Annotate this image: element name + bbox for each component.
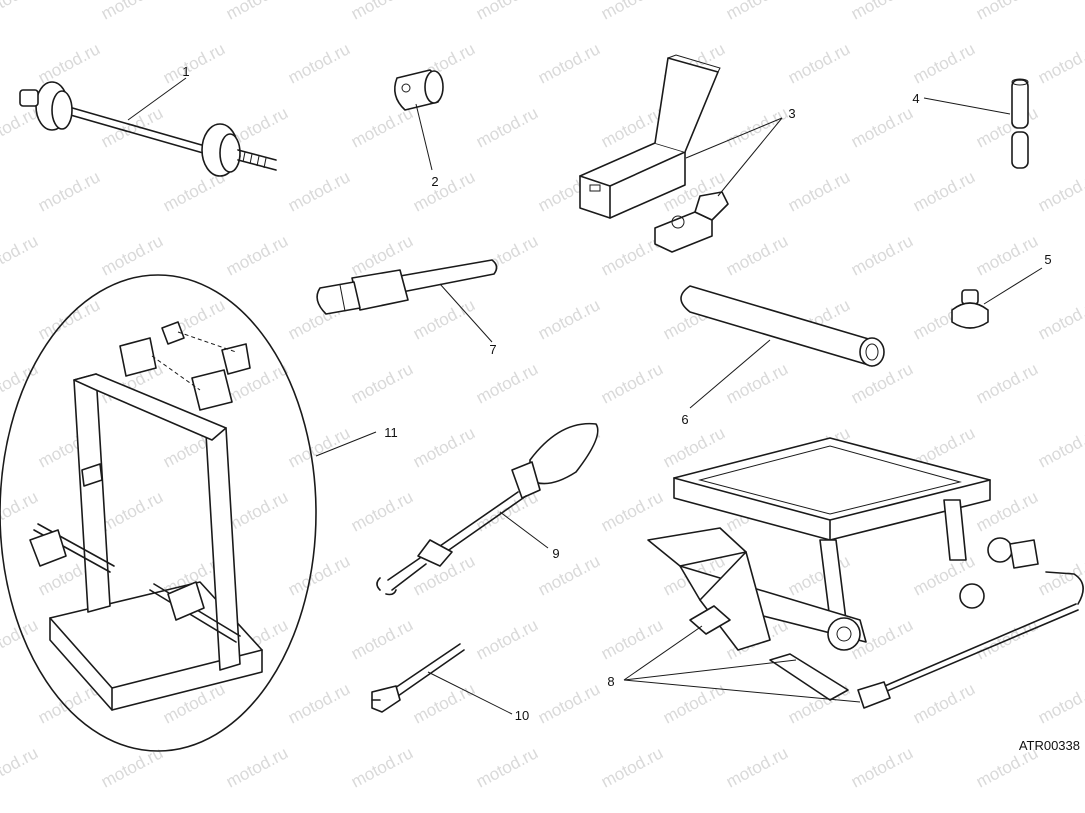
watermark-text: motod.ru	[35, 295, 103, 343]
watermark-text: motod.ru	[598, 487, 666, 535]
part-7-drift	[316, 259, 498, 315]
callout-6: 6	[681, 412, 688, 427]
watermark-text: motod.ru	[348, 359, 416, 407]
watermark-text: motod.ru	[348, 487, 416, 535]
drawing-code: ATR00338	[1019, 738, 1080, 753]
watermark-text: motod.ru	[535, 679, 603, 727]
callout-3: 3	[788, 106, 795, 121]
watermark-text: motod.ru	[410, 423, 478, 471]
watermark-text: motod.ru	[473, 0, 541, 24]
watermark-text: motod.ru	[848, 103, 916, 151]
watermark-text: motod.ru	[1035, 423, 1085, 471]
watermark-text: motod.ru	[35, 167, 103, 215]
watermark-text: motod.ru	[723, 231, 791, 279]
callout-5: 5	[1044, 252, 1051, 267]
watermark-text: motod.ru	[723, 359, 791, 407]
callout-7: 7	[489, 342, 496, 357]
watermark-text: motod.ru	[0, 487, 41, 535]
callout-9: 9	[552, 546, 559, 561]
watermark-text: motod.ru	[910, 167, 978, 215]
watermark-text: motod.ru	[0, 231, 41, 279]
watermark-text: motod.ru	[98, 231, 166, 279]
watermark-text: motod.ru	[0, 743, 41, 791]
watermark-text: motod.ru	[285, 39, 353, 87]
watermark-text: motod.ru	[660, 423, 728, 471]
watermark-text: motod.ru	[348, 0, 416, 24]
watermark-text: motod.ru	[973, 103, 1041, 151]
watermark-text: motod.ru	[223, 0, 291, 24]
watermark-text: motod.ru	[160, 39, 228, 87]
watermark-text: motod.ru	[0, 359, 41, 407]
watermark-text: motod.ru	[598, 359, 666, 407]
watermark-text: motod.ru	[848, 231, 916, 279]
callout-4: 4	[912, 91, 919, 106]
callout-8: 8	[607, 674, 614, 689]
callout-1: 1	[182, 64, 189, 79]
watermark-text: motod.ru	[910, 39, 978, 87]
watermark-text: motod.ru	[848, 0, 916, 24]
watermark-text: motod.ru	[35, 39, 103, 87]
watermark-text: motod.ru	[348, 743, 416, 791]
watermark-text: motod.ru	[1035, 39, 1085, 87]
watermark-text: motod.ru	[785, 167, 853, 215]
watermark-text: motod.ru	[410, 167, 478, 215]
watermark-text: motod.ru	[535, 295, 603, 343]
watermark-text: motod.ru	[723, 743, 791, 791]
watermark-text: motod.ru	[1035, 167, 1085, 215]
watermark-text: motod.ru	[348, 615, 416, 663]
watermark-text: motod.ru	[223, 487, 291, 535]
watermark-text: motod.ru	[535, 39, 603, 87]
leader-lines	[127, 77, 1043, 715]
watermark-text: motod.ru	[0, 615, 41, 663]
watermark-text: motod.ru	[973, 231, 1041, 279]
watermark-text: motod.ru	[598, 743, 666, 791]
part-1-puller-rod	[19, 81, 277, 177]
watermark-text: motod.ru	[285, 679, 353, 727]
watermark-text: motod.ru	[785, 39, 853, 87]
watermark-text: motod.ru	[1035, 551, 1085, 599]
part-2-bushing	[394, 69, 444, 111]
part-5-adaptor	[951, 289, 989, 329]
watermark-text: motod.ru	[1035, 295, 1085, 343]
watermark-text: motod.ru	[723, 0, 791, 24]
watermark-text: motod.ru	[98, 487, 166, 535]
watermark-text: motod.ru	[473, 103, 541, 151]
watermark-text: motod.ru	[285, 167, 353, 215]
watermark-text: motod.ru	[598, 0, 666, 24]
watermark-text: motod.ru	[723, 103, 791, 151]
watermark-text: motod.ru	[0, 103, 41, 151]
watermark-text: motod.ru	[223, 231, 291, 279]
watermark-text: motod.ru	[535, 551, 603, 599]
part-9-long-tool	[376, 422, 599, 596]
callout-10: 10	[515, 708, 529, 723]
part-8-service-jack	[647, 437, 1084, 709]
watermark-text: motod.ru	[973, 359, 1041, 407]
part-11-wheel-stand	[0, 274, 317, 752]
callout-2: 2	[431, 174, 438, 189]
watermark-text: motod.ru	[973, 0, 1041, 24]
part-6-cylinder	[680, 285, 885, 367]
callout-11: 11	[384, 425, 398, 440]
callout-labels: 1 2 3 4 5 6 7 8 9 10 11	[182, 64, 1051, 723]
watermark-text: motod.ru	[98, 103, 166, 151]
watermark-text: motod.ru	[285, 423, 353, 471]
watermark-text: motod.ru	[410, 679, 478, 727]
watermark-text: motod.ru	[0, 0, 41, 24]
watermark-text: motod.ru	[473, 359, 541, 407]
watermark-text: motod.ru	[1035, 679, 1085, 727]
watermark-text: motod.ru	[223, 743, 291, 791]
watermark-text: motod.ru	[285, 551, 353, 599]
watermark-text: motod.ru	[848, 743, 916, 791]
part-4-pin	[1011, 78, 1029, 169]
watermark-text: motod.ru	[848, 359, 916, 407]
watermark-text: motod.ru	[98, 0, 166, 24]
watermark-text: motod.ru	[410, 295, 478, 343]
watermark-text: motod.ru	[473, 743, 541, 791]
watermark-text: motod.ru	[598, 615, 666, 663]
watermark-text: motod.ru	[910, 679, 978, 727]
watermark-text: motod.ru	[473, 615, 541, 663]
part-3-case-and-tool	[579, 54, 729, 253]
